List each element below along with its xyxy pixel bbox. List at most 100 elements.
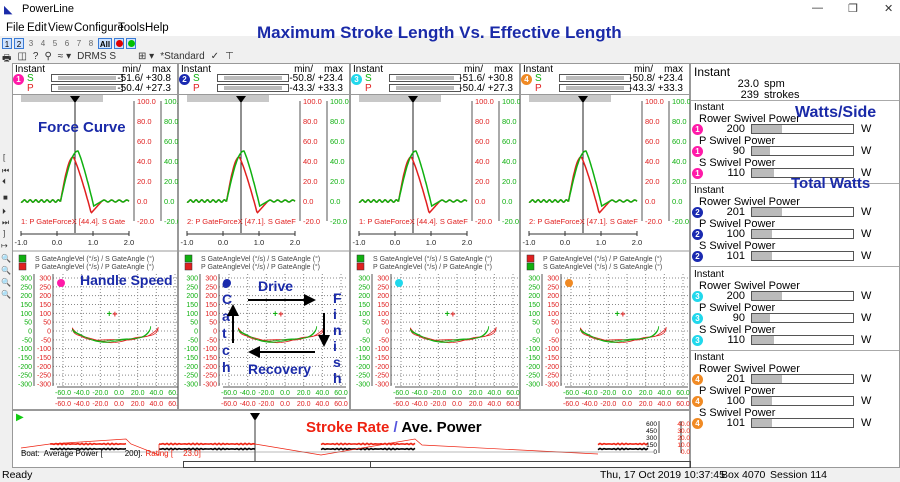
rower-button-3[interactable]: 3 [28,39,34,48]
all-button[interactable]: All [98,38,112,49]
angle-xtick-port: 60.0 [676,401,690,408]
step-forward-icon[interactable]: ⏵ [2,207,6,216]
force-readout-label: 1: P GateForceX [ [359,217,420,226]
zoom-in-y-icon[interactable]: 🔍 [1,290,11,299]
angle-ytick-port: 150 [377,302,389,309]
angle-ytick-starboard: -100 [18,346,32,353]
skip-start-icon[interactable]: ⏮ [2,166,10,175]
menu-configure[interactable]: Configure [74,22,124,34]
rower-badge: 1 [692,124,703,135]
angle-ytick-port: 250 [377,284,389,291]
legend-label: S GateAngleVel (°/s) / S GateAngle (°) [35,255,154,263]
bracket-left-icon[interactable]: [ [3,153,6,162]
close-button[interactable]: ✕ [884,3,894,15]
position-bar [21,95,103,102]
menu-tools[interactable]: Tools [118,22,145,34]
recovery-annotation: Recovery [248,361,312,377]
angle-ytick-port: -100 [37,346,51,353]
port-minmax: -43.3/ +33.3 [289,83,343,94]
red-button[interactable] [114,38,124,49]
maximize-button[interactable]: ❐ [848,3,858,15]
power-value: 201 [726,373,745,385]
check-icon[interactable]: ✓ [210,51,220,62]
range-fill [224,86,282,90]
minmax-label: min/ max [122,64,171,75]
menu-file[interactable]: File [6,22,25,34]
wave-icon[interactable]: ≈ ▾ [57,51,72,62]
bracket-right-icon[interactable]: ] [3,229,6,238]
rower-button-2[interactable]: 2 [14,38,24,49]
green-button[interactable] [126,38,136,49]
menu-view[interactable]: View [48,22,73,34]
print-preview-icon[interactable]: ◫ [17,51,27,62]
minmax-label: min/ max [464,64,513,75]
force-ytick-port: 60.0 [137,137,152,146]
rower-button-8[interactable]: 8 [88,39,94,48]
angle-ytick-port: -200 [37,364,51,371]
play-icon[interactable]: ▶ [16,412,24,423]
power-bar [751,396,854,406]
print-icon[interactable]: 🖶 [2,53,12,64]
rower-button-1[interactable]: 1 [2,38,12,49]
angle-ytick-port: 0 [385,329,389,336]
angle-ytick-port: 50 [43,320,51,327]
angle-ytick-starboard: -200 [356,364,370,371]
angle-ytick-starboard: -200 [184,364,198,371]
instant-label: Instant [694,269,725,280]
angle-ytick-port: -150 [37,355,51,362]
menu-help[interactable]: Help [145,22,169,34]
instant-label: Instant [523,64,554,75]
angle-ytick-port: 150 [39,302,51,309]
rower-button-7[interactable]: 7 [76,39,82,48]
power-unit: W [861,373,872,385]
zoom-in-icon[interactable]: 🔍 [1,278,11,287]
force-readout-label: 2: P GateForceX [ [529,217,590,226]
power-unit: W [861,395,872,407]
pin-icon[interactable]: ⚲ [44,51,52,62]
minimize-button[interactable]: — [812,2,823,14]
angle-xtick-port: 0.0 [452,401,462,408]
rower-badge: 1 [692,168,703,179]
angle-ytick-starboard: 300 [358,276,370,283]
legend-swatch [184,254,193,263]
force-ytick-starboard: 40.0 [330,157,345,166]
zoom-out-icon[interactable]: 🔍 [1,254,11,263]
skip-end-icon[interactable]: ⏭ [2,218,10,227]
timeline-scrollbar[interactable] [183,461,691,468]
rower-badge: 1 [13,74,24,85]
starboard-angle-loop [72,326,152,343]
power-label: S Swivel Power [699,324,776,336]
power-unit: W [861,417,872,429]
force-ytick-port: 60.0 [475,137,490,146]
angle-xtick-starboard: 0.0 [280,390,290,397]
force-xtick-label: 1.0 [254,238,264,247]
angle-ytick-starboard: 150 [20,302,32,309]
goto-icon[interactable]: ↦ [1,241,8,250]
power-tick: 150 [646,442,657,449]
rower-button-4[interactable]: 4 [40,39,46,48]
angle-xtick-starboard: -40.0 [582,390,598,397]
force-ytick-starboard: -20.0 [330,217,347,226]
drms-dropdown[interactable]: DRMS S [77,51,116,62]
filter-icon[interactable]: ⊤ [225,51,234,62]
angle-ytick-port: 250 [547,284,559,291]
layout-icon[interactable]: ⊞ ▾ [138,51,155,62]
legend-label: P GateAngleVel (°/s) / P GateAngle (°) [201,263,320,271]
rower-button-5[interactable]: 5 [52,39,58,48]
zoom-out-y-icon[interactable]: 🔍 [1,266,11,275]
step-back-icon[interactable]: ⏴ [2,177,6,186]
help-icon[interactable]: ? [32,51,39,62]
menu-edit[interactable]: Edit [27,22,47,34]
starboard-range-bar [389,74,461,82]
stop-icon[interactable]: ■ [3,193,8,202]
rower-button-6[interactable]: 6 [64,39,70,48]
standard-dropdown[interactable]: *Standard [160,51,205,62]
rower-badge-small [395,279,403,287]
angle-ytick-port: -150 [203,355,217,362]
legend-swatch [356,254,365,263]
status-ready: Ready [2,469,33,481]
starboard-minmax: -50.8/ +23.4 [629,73,683,84]
port-label: P [193,83,200,94]
